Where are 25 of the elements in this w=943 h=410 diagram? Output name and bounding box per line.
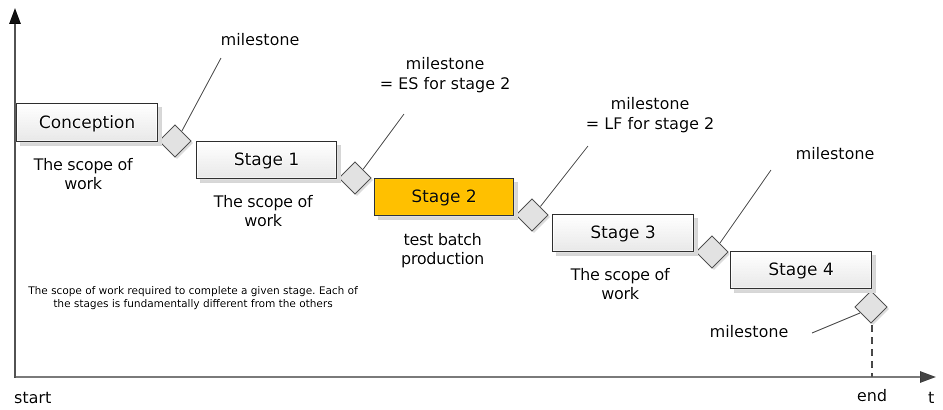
milestone-label: milestone — [404, 54, 486, 74]
milestone-diamond — [854, 290, 890, 326]
milestone-label: milestone — [794, 144, 876, 164]
stage-caption: test batch production — [400, 230, 485, 268]
milestone-diamond — [338, 161, 374, 197]
milestone-label: = LF for stage 2 — [584, 114, 716, 134]
milestone-diamond — [515, 198, 551, 234]
leader-line — [540, 146, 588, 207]
axis-label: t — [928, 388, 936, 408]
stage-caption: The scope of work — [570, 265, 670, 303]
milestone-label: milestone — [220, 30, 300, 50]
leader-line — [720, 170, 772, 244]
stage-caption: The scope of work — [213, 192, 313, 230]
leader-line — [812, 312, 860, 334]
milestone-diamond — [695, 235, 731, 271]
milestone-label: milestone — [610, 94, 690, 114]
axis-label: start — [14, 388, 52, 408]
milestone-label: milestone — [708, 322, 790, 342]
dashed-line — [871, 325, 873, 377]
stage-caption: The scope of work — [33, 155, 133, 193]
note-text: The scope of work required to complete a given stage. Each of the stages is fundamentally different from the others — [28, 285, 358, 311]
milestone-label: end — [856, 386, 888, 406]
leader-line — [181, 58, 222, 132]
milestone-label: = ES for stage 2 — [378, 74, 512, 94]
leader-line — [362, 114, 404, 170]
